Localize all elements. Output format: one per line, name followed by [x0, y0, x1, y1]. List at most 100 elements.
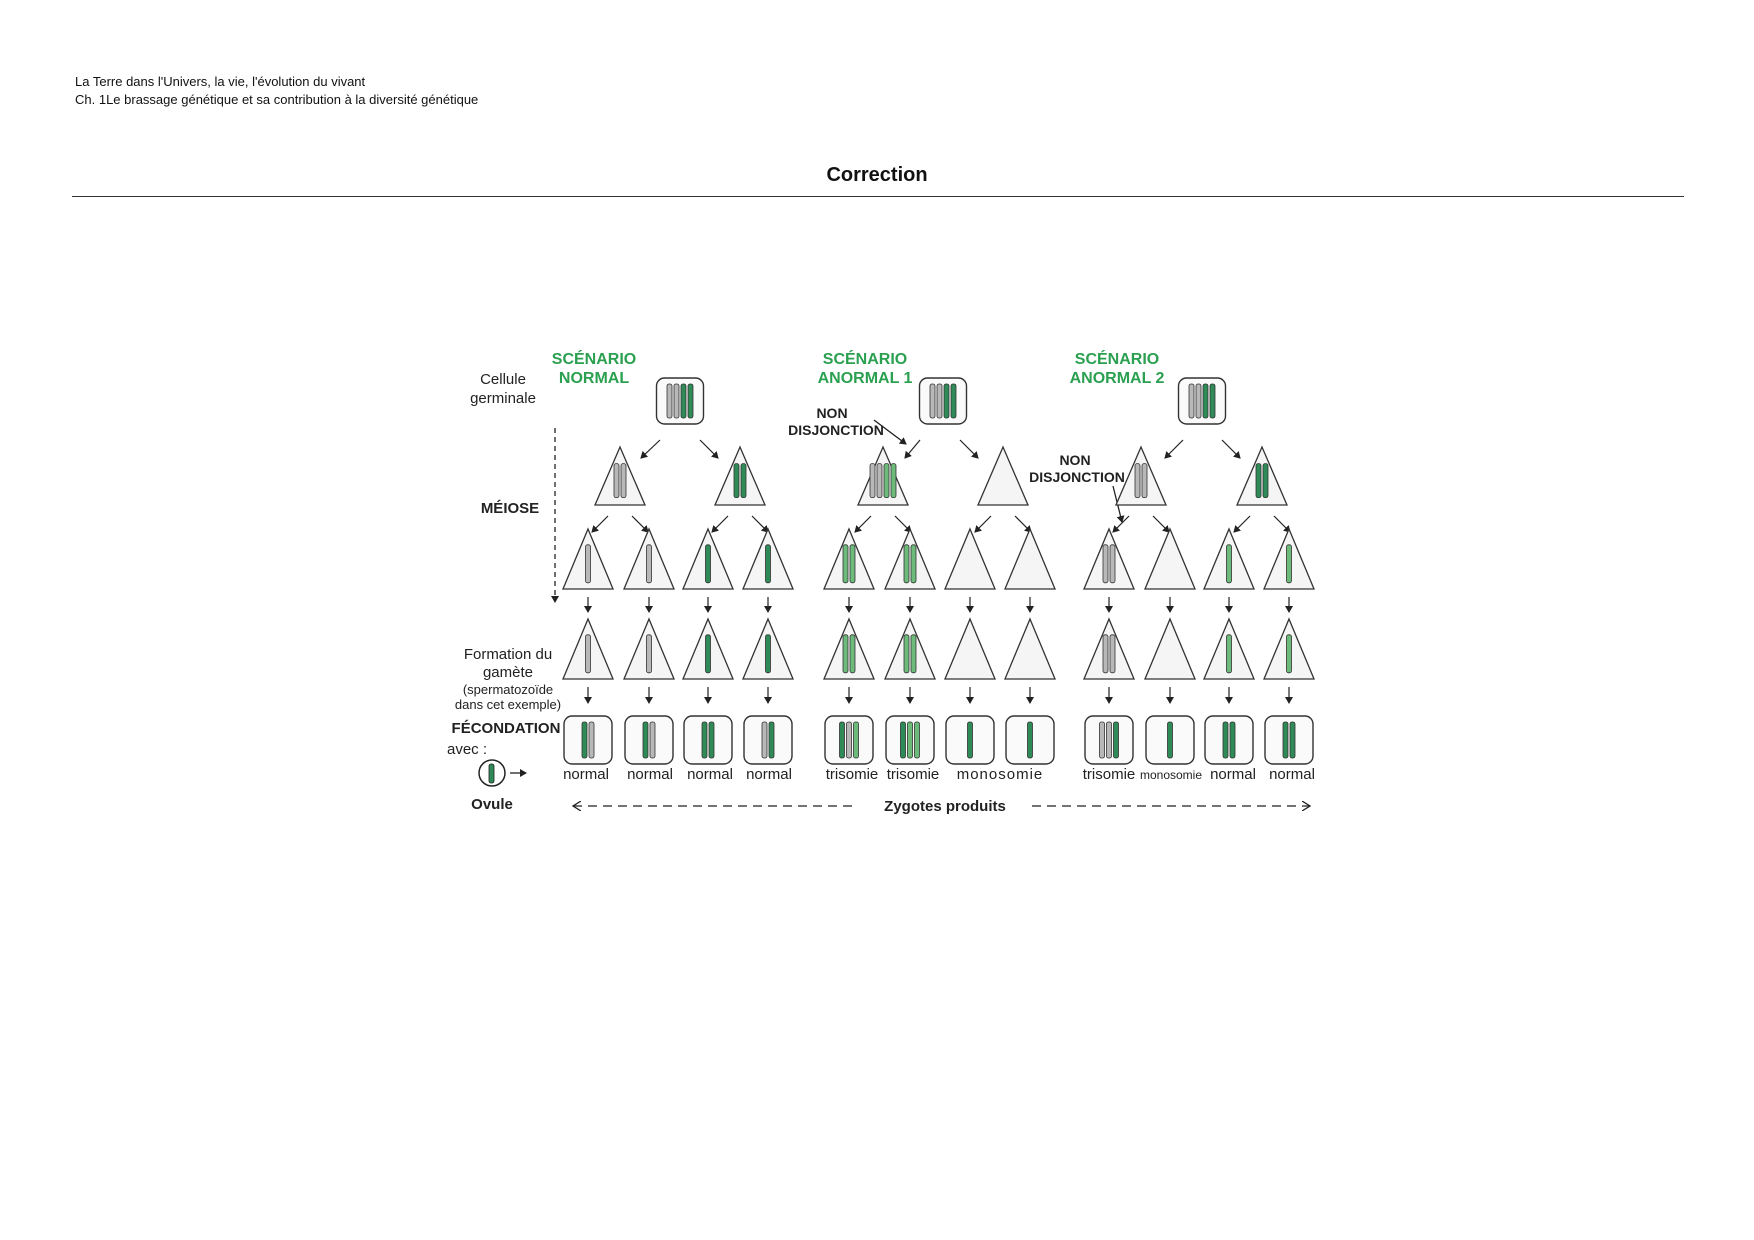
scenario-anormal1-title-1: SCÉNARIO: [823, 349, 907, 368]
chromosome: [613, 463, 620, 499]
non-disjonction-2-line1: NON: [1059, 452, 1090, 468]
chromosome: [1188, 383, 1195, 419]
ovule-icon: [478, 759, 527, 787]
zygotes-produits-label: Zygotes produits: [884, 798, 1006, 815]
cell-triangle: [1004, 527, 1056, 590]
chromosome: [1102, 634, 1109, 674]
chromosome: [768, 721, 775, 759]
label-fecondation: FÉCONDATION: [452, 720, 561, 737]
arrow-meiosis-2: [854, 515, 872, 533]
chromosome: [842, 634, 849, 674]
chromosome: [1109, 634, 1116, 674]
label-formation-1: Formation du: [464, 646, 552, 663]
zygote-label-anormal2-4: normal: [1269, 766, 1315, 783]
chromosome: [1226, 544, 1232, 584]
chromosome: [900, 721, 906, 759]
diagram-shapes: [562, 377, 1315, 765]
zygote-label-anormal1-1: trisomie: [826, 766, 879, 783]
label-cellule-2: germinale: [470, 390, 536, 407]
zygote-cell: [743, 715, 793, 765]
chromosome: [733, 463, 740, 499]
chromosome: [1289, 721, 1296, 759]
zygote-cell: [1264, 715, 1314, 765]
zygote-label-anormal1-3: monosomie: [957, 766, 1044, 783]
non-disjonction-2-line2: DISJONCTION: [1029, 469, 1125, 485]
chromosome: [666, 383, 673, 419]
cell-triangle: [1236, 445, 1288, 506]
arrow-meiosis-1: [904, 439, 921, 459]
cell-triangle: [823, 527, 875, 590]
chromosome: [1167, 721, 1173, 759]
chromosome: [876, 463, 883, 499]
chromosome: [1027, 721, 1033, 759]
arrow-meiosis-1: [640, 439, 661, 459]
chromosome: [967, 721, 973, 759]
arrow-meiosis-2: [1273, 515, 1291, 533]
cell-triangle: [944, 527, 996, 590]
arrow-meiosis-2: [711, 515, 729, 533]
arrow-meiosis-2: [1112, 515, 1130, 533]
chromosome: [642, 721, 649, 759]
cell-triangle: [1083, 617, 1135, 680]
non-disjonction-1-line2: DISJONCTION: [788, 422, 884, 438]
chromosome: [1255, 463, 1262, 499]
chromosome: [1134, 463, 1141, 499]
chromosome: [869, 463, 876, 499]
germinal-cell-anormal1: [918, 377, 968, 425]
cell-triangle: [1144, 527, 1196, 590]
page-title: Correction: [826, 164, 928, 186]
chromosome: [842, 544, 849, 584]
chromosome: [765, 544, 771, 584]
chromosome: [1226, 634, 1232, 674]
chromosome: [649, 721, 656, 759]
chromosome: [890, 463, 897, 499]
zygote-label-normal-4: normal: [746, 766, 792, 783]
germinal-cell-anormal2: [1177, 377, 1227, 425]
chromosome: [1099, 721, 1105, 759]
label-meiose: MÉIOSE: [481, 500, 539, 517]
label-formation-3: (spermatozoïde: [463, 682, 553, 697]
arrow-meiosis-2: [1233, 515, 1251, 533]
chromosome: [585, 634, 591, 674]
zygote-label-anormal2-1: trisomie: [1083, 766, 1136, 783]
cell-triangle: [1115, 445, 1167, 506]
scenario-normal-title-1: SCÉNARIO: [552, 349, 636, 368]
chromosome: [585, 544, 591, 584]
chromosome: [673, 383, 680, 419]
chromosome: [705, 634, 711, 674]
zygote-label-anormal1-2: trisomie: [887, 766, 940, 783]
chromosome: [761, 721, 768, 759]
scenario-anormal2-title-2: ANORMAL 2: [1070, 370, 1165, 387]
chromosome: [705, 544, 711, 584]
chromosome: [1202, 383, 1209, 419]
scenario-anormal1-title-2: ANORMAL 1: [818, 370, 913, 387]
chromosome: [1286, 544, 1292, 584]
chromosome: [910, 634, 917, 674]
chromosome: [849, 634, 856, 674]
chromosome: [588, 721, 595, 759]
chromosome: [765, 634, 771, 674]
chromosome: [914, 721, 920, 759]
chromosome: [883, 463, 890, 499]
chromosome: [1229, 721, 1236, 759]
arrow-meiosis-2: [631, 515, 649, 533]
arrow-meiosis-1: [1221, 439, 1241, 459]
arrow-meiosis-2: [591, 515, 609, 533]
cell-triangle: [594, 445, 646, 506]
arrow-meiosis-1: [1164, 439, 1184, 459]
label-ovule: Ovule: [471, 796, 513, 813]
chromosome: [646, 544, 652, 584]
chromosome: [839, 721, 845, 759]
zygote-label-anormal2-2: monosomie: [1140, 768, 1202, 782]
arrow-meiosis-2: [894, 515, 912, 533]
chromosome: [701, 721, 708, 759]
cell-triangle: [944, 617, 996, 680]
chromosome: [910, 544, 917, 584]
chromosome: [1222, 721, 1229, 759]
chromosome: [1282, 721, 1289, 759]
chromosome: [929, 383, 936, 419]
zygote-cell: [1204, 715, 1254, 765]
chromosome: [1209, 383, 1216, 419]
chromosome: [846, 721, 852, 759]
